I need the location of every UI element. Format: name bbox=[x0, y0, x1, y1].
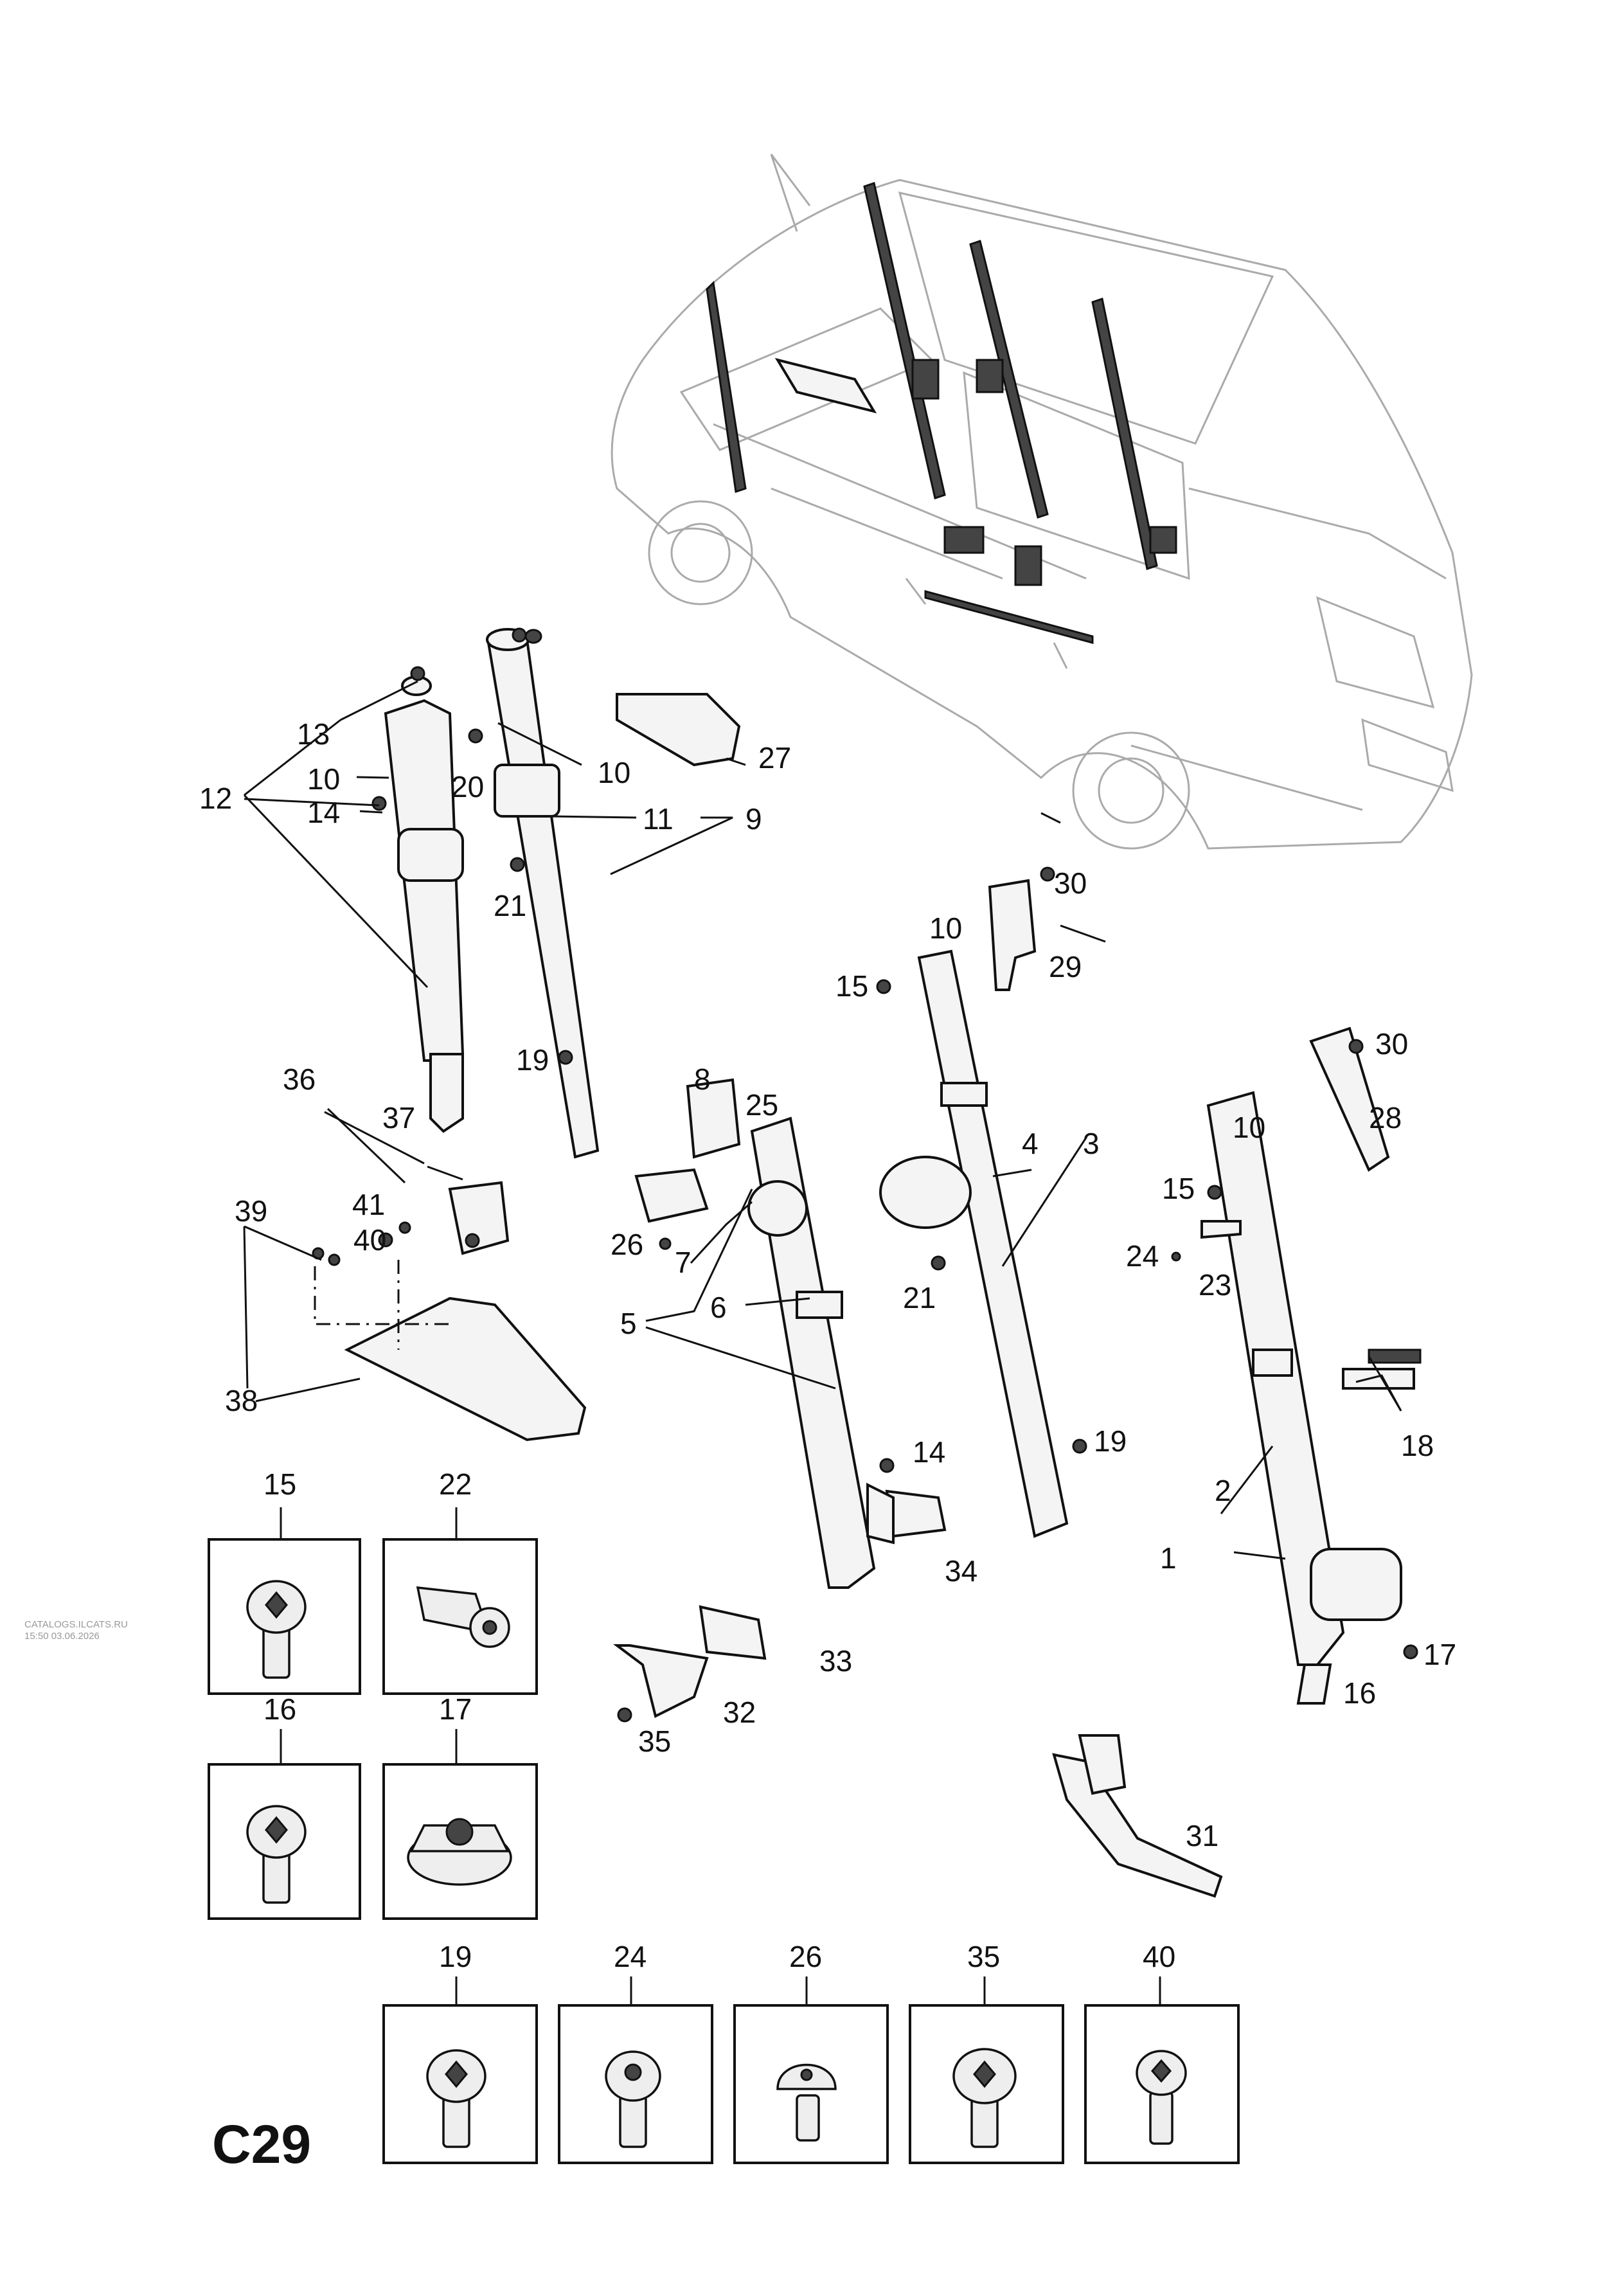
svg-text:35: 35 bbox=[967, 1940, 1000, 1973]
callout-38: 38 bbox=[225, 1384, 258, 1417]
callout-15-right: 15 bbox=[1162, 1172, 1195, 1205]
watermark-timestamp: 15:50 03.06.2026 bbox=[24, 1631, 100, 1642]
callout-3: 3 bbox=[1083, 1127, 1100, 1160]
svg-text:17: 17 bbox=[439, 1692, 472, 1726]
callout-19-center: 19 bbox=[1094, 1424, 1127, 1458]
callout-18: 18 bbox=[1401, 1429, 1434, 1462]
parts-drawings bbox=[312, 627, 1422, 1898]
callout-6: 6 bbox=[710, 1291, 727, 1324]
svg-text:26: 26 bbox=[789, 1940, 822, 1973]
detail-box-15: 15 bbox=[208, 1467, 361, 1695]
svg-text:40: 40 bbox=[1143, 1940, 1175, 1973]
callout-14-left: 14 bbox=[307, 796, 340, 829]
callout-5: 5 bbox=[620, 1307, 637, 1340]
watermark-site: CATALOGS.ILCATS.RU bbox=[24, 1619, 128, 1630]
callout-33: 33 bbox=[819, 1644, 852, 1678]
callout-39: 39 bbox=[235, 1194, 267, 1228]
callout-10-pillar: 10 bbox=[598, 756, 630, 789]
svg-text:19: 19 bbox=[439, 1940, 472, 1973]
callout-11: 11 bbox=[643, 802, 674, 836]
svg-text:24: 24 bbox=[614, 1940, 647, 1973]
callout-9: 9 bbox=[745, 802, 762, 836]
callout-14-center: 14 bbox=[913, 1435, 945, 1469]
callout-23: 23 bbox=[1199, 1268, 1231, 1302]
callout-17: 17 bbox=[1423, 1638, 1456, 1671]
callout-1: 1 bbox=[1160, 1541, 1177, 1575]
svg-text:22: 22 bbox=[439, 1467, 472, 1501]
callout-2: 2 bbox=[1215, 1474, 1231, 1507]
callout-21-pillar: 21 bbox=[494, 889, 526, 922]
callout-19-left: 19 bbox=[516, 1043, 549, 1077]
car-illustration bbox=[611, 154, 1473, 850]
leader-lines bbox=[243, 680, 1402, 1560]
detail-boxes: 15 22 16 17 bbox=[208, 1467, 1240, 2164]
svg-text:16: 16 bbox=[263, 1692, 296, 1726]
detail-box-24: 24 bbox=[558, 1940, 713, 2164]
callout-8: 8 bbox=[694, 1062, 711, 1096]
callout-31: 31 bbox=[1186, 1819, 1218, 1852]
callout-30-top: 30 bbox=[1054, 866, 1087, 900]
callout-27: 27 bbox=[758, 741, 791, 775]
callout-15-center: 15 bbox=[835, 969, 868, 1003]
callout-34: 34 bbox=[945, 1554, 977, 1588]
callout-10-right: 10 bbox=[1233, 1111, 1265, 1144]
callout-24: 24 bbox=[1126, 1239, 1159, 1273]
callout-40: 40 bbox=[353, 1223, 386, 1257]
callout-36: 36 bbox=[283, 1062, 316, 1096]
detail-box-17: 17 bbox=[382, 1692, 538, 1920]
callout-labels: 1 2 3 4 5 6 7 8 9 10 10 10 10 11 12 13 1… bbox=[199, 717, 1456, 1852]
callout-21-center: 21 bbox=[903, 1281, 936, 1314]
callout-12: 12 bbox=[199, 782, 232, 815]
detail-box-40: 40 bbox=[1084, 1940, 1240, 2164]
detail-box-26: 26 bbox=[733, 1940, 889, 2164]
callout-10-left: 10 bbox=[307, 762, 340, 796]
callout-10-center: 10 bbox=[929, 911, 962, 945]
callout-25: 25 bbox=[745, 1088, 778, 1122]
detail-box-16: 16 bbox=[208, 1692, 361, 1920]
callout-16: 16 bbox=[1343, 1676, 1376, 1710]
diagram-code: C29 bbox=[212, 2114, 311, 2174]
callout-29: 29 bbox=[1049, 950, 1082, 983]
callout-41: 41 bbox=[352, 1188, 385, 1221]
callout-4: 4 bbox=[1022, 1127, 1039, 1160]
callout-7: 7 bbox=[675, 1246, 692, 1279]
detail-box-19: 19 bbox=[382, 1940, 538, 2164]
svg-text:15: 15 bbox=[263, 1467, 296, 1501]
callout-26: 26 bbox=[611, 1228, 643, 1261]
callout-37: 37 bbox=[382, 1101, 415, 1134]
callout-35: 35 bbox=[638, 1725, 671, 1758]
callout-28: 28 bbox=[1369, 1101, 1402, 1134]
callout-20: 20 bbox=[451, 770, 484, 803]
callout-13: 13 bbox=[297, 717, 330, 751]
detail-box-35: 35 bbox=[909, 1940, 1064, 2164]
callout-30-right: 30 bbox=[1375, 1027, 1408, 1061]
callout-32: 32 bbox=[723, 1696, 756, 1729]
detail-box-22: 22 bbox=[382, 1467, 538, 1695]
